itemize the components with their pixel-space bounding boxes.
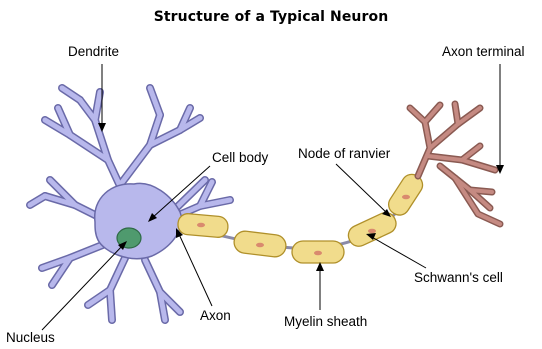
node-of-ranvier-pointer [336, 164, 388, 214]
axon-pointer [178, 232, 212, 306]
schwann-cell [292, 241, 344, 263]
myelin-sheath-label: Myelin sheath [284, 314, 367, 330]
schwanns-cell-pointer [370, 236, 426, 268]
dendrite-label: Dendrite [68, 44, 119, 60]
axon-label: Axon [200, 308, 231, 324]
node-of-ranvier-label: Node of ranvier [298, 146, 390, 162]
schwann-cell [177, 213, 229, 238]
diagram-title: Structure of a Typical Neuron [0, 9, 542, 25]
axon-terminal-label: Axon terminal [442, 44, 525, 60]
schwann-cell [233, 230, 287, 258]
schwann-cell [345, 209, 399, 249]
schwanns-cell-label: Schwann's cell [414, 270, 503, 286]
cell-body [95, 183, 182, 258]
axon-terminal [410, 104, 500, 224]
nucleus-label: Nucleus [6, 330, 55, 346]
cell-body-label: Cell body [212, 150, 268, 166]
